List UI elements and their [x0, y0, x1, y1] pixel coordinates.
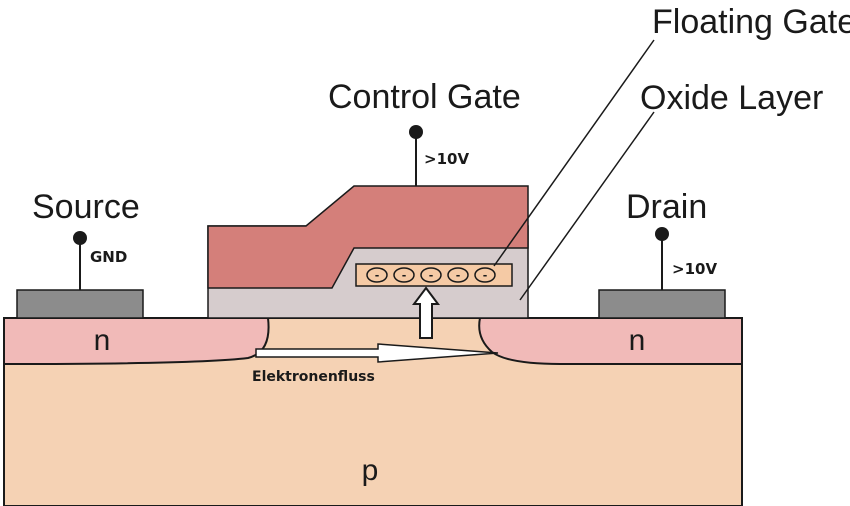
floating-gate [355, 263, 513, 287]
control-voltage-label: >10V [424, 150, 469, 168]
electron-charge-5: - [483, 269, 488, 282]
electron-charge-1: - [375, 269, 380, 282]
electron-group: - - - - - [366, 267, 496, 283]
n-well-drain [478, 317, 743, 365]
control-gate [207, 185, 529, 289]
gnd-label: GND [90, 248, 127, 266]
tunneling-arrow [412, 286, 440, 339]
electron-charge-2: - [402, 269, 407, 282]
source-terminal [73, 231, 87, 290]
oxide-layer-leader [519, 111, 655, 301]
oxide-layer-label: Oxide Layer [640, 79, 823, 117]
electron-5 [474, 267, 496, 283]
drain-label: Drain [626, 188, 707, 226]
p-region-label: p [362, 454, 379, 487]
electron-flow-arrow [255, 343, 499, 363]
electron-4 [447, 267, 469, 283]
n-region-label-source: n [94, 324, 111, 357]
electron-1 [366, 267, 388, 283]
drain-voltage-label: >10V [672, 260, 717, 278]
n-well-source [3, 317, 270, 366]
electron-flow-label: Elektronenfluss [252, 369, 375, 385]
floating-gate-label: Floating Gate [652, 3, 850, 41]
electron-2 [393, 267, 415, 283]
drain-contact [598, 289, 726, 319]
floating-gate-leader [493, 39, 655, 267]
electron-charge-4: - [456, 269, 461, 282]
n-region-label-drain: n [629, 324, 646, 357]
drain-terminal [655, 227, 669, 290]
electron-charge-3: - [429, 269, 434, 282]
electron-3 [420, 267, 442, 283]
control-gate-terminal [409, 125, 423, 186]
source-label: Source [32, 188, 140, 226]
control-gate-label: Control Gate [328, 78, 521, 116]
source-contact [16, 289, 144, 319]
